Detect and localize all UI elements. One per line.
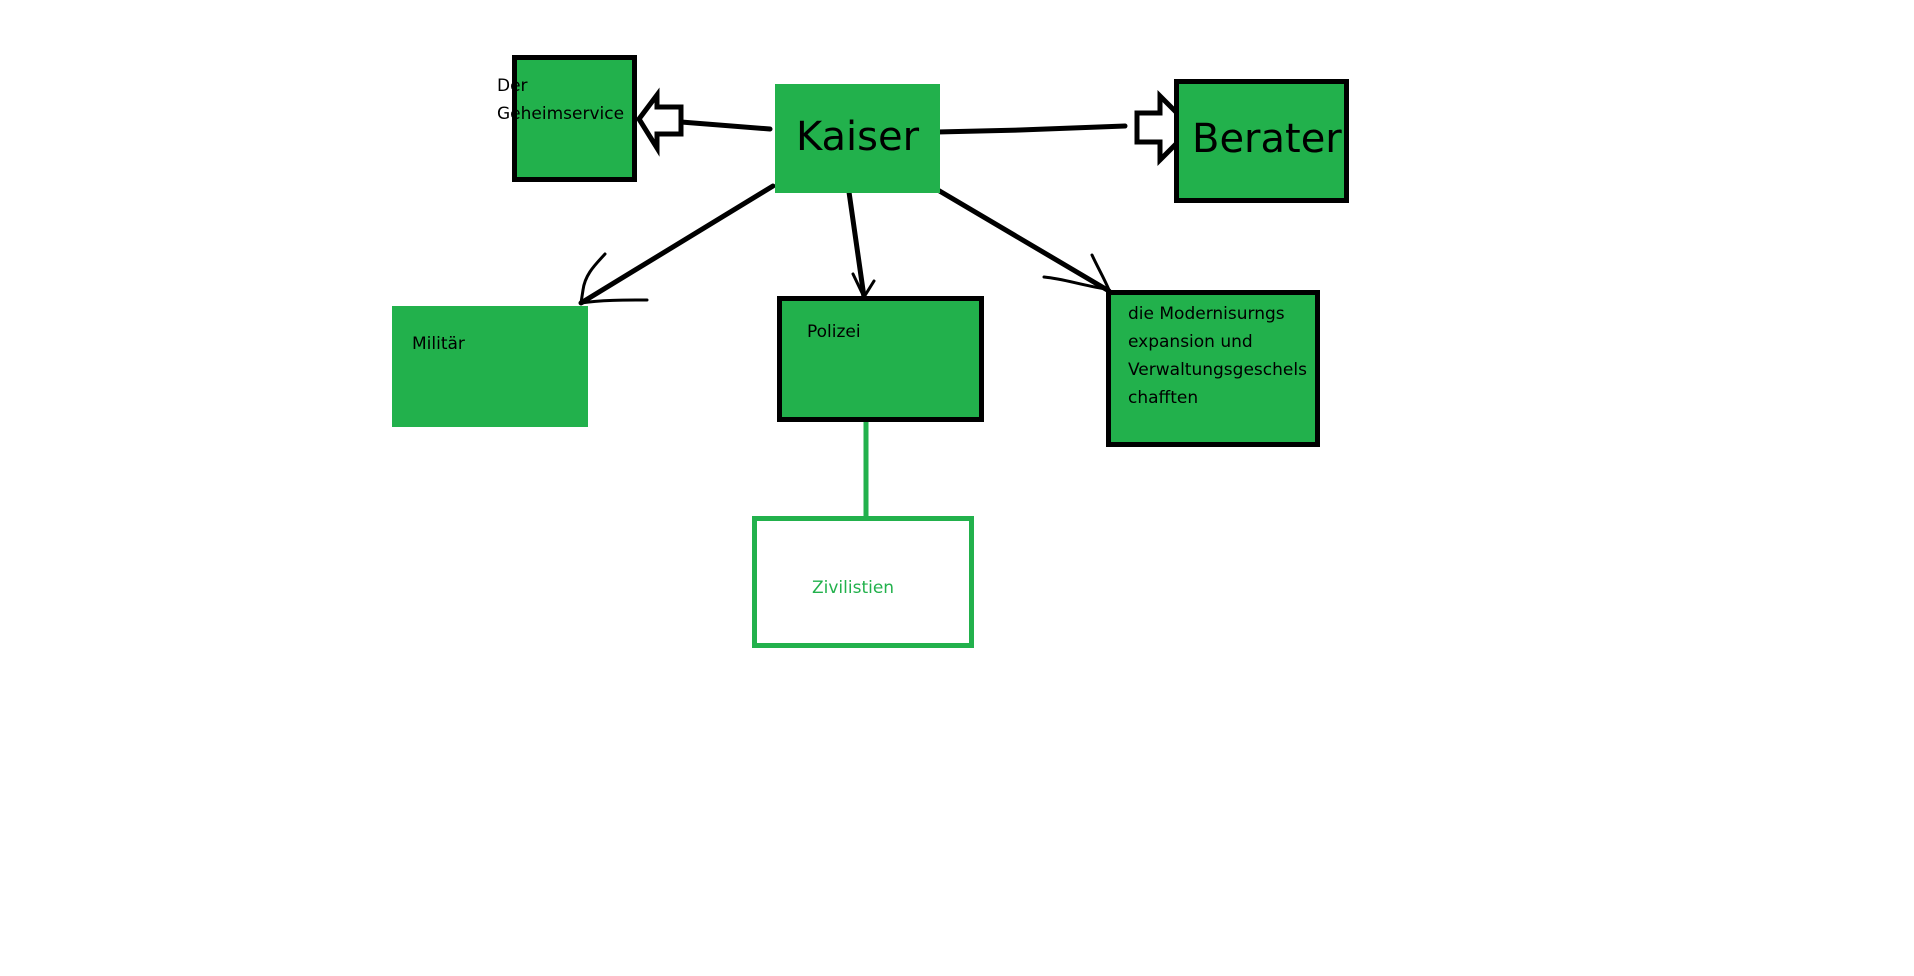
node-polizei[interactable] — [777, 296, 984, 422]
modernisierung-label-line: chafften — [1128, 388, 1199, 408]
berater-label: Berater — [1192, 116, 1342, 162]
modernisierung-label: die Modernisurngs expansion und Verwaltu… — [1128, 300, 1307, 412]
block-arrow-left-icon — [635, 87, 684, 157]
arrowhead-modernisierung-icon — [1042, 253, 1111, 292]
arrowhead-militaer-icon — [579, 252, 649, 305]
modernisierung-label-line: expansion und — [1128, 332, 1253, 352]
polizei-label: Polizei — [807, 322, 861, 342]
edge-kaiser-berater — [934, 123, 1128, 135]
militaer-label: Militär — [412, 334, 465, 354]
zivilisten-label: Zivilistien — [812, 578, 895, 598]
edge-kaiser-geheimservice — [678, 119, 773, 132]
geheimservice-label: Der Geheimservice — [497, 72, 624, 128]
node-geheimservice[interactable] — [512, 55, 637, 182]
node-berater[interactable] — [1174, 79, 1349, 203]
node-kaiser[interactable] — [775, 84, 940, 193]
node-zivilisten[interactable] — [752, 516, 974, 648]
node-modernisierung[interactable] — [1106, 290, 1320, 447]
geheimservice-label-line1: Der — [497, 76, 528, 96]
modernisierung-label-line: die Modernisurngs — [1128, 304, 1285, 324]
kaiser-label: Kaiser — [796, 114, 920, 160]
node-militaer[interactable] — [392, 306, 588, 427]
edge-kaiser-militaer — [578, 183, 776, 306]
geheimservice-label-line2: Geheimservice — [497, 104, 625, 124]
modernisierung-label-line: Verwaltungsgeschels — [1128, 360, 1307, 380]
edge-kaiser-modernisierung — [923, 180, 1112, 294]
edge-kaiser-polizei — [845, 182, 867, 300]
